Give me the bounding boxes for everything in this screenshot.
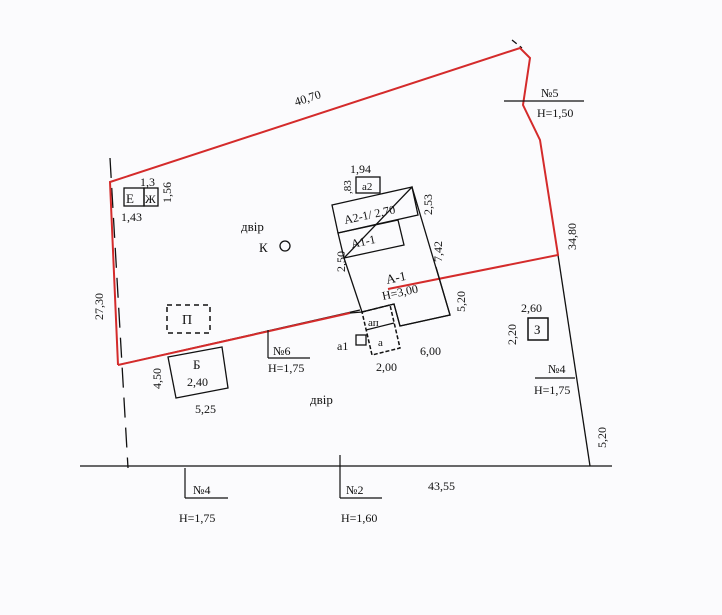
building-p: П (166, 304, 211, 334)
a-label: а (378, 337, 383, 349)
ap-label: ап (368, 317, 379, 329)
a1-label: а1 (337, 339, 348, 353)
a-1-label: А-1 (385, 268, 408, 287)
z-label: З (534, 322, 541, 337)
marker-n5: №5 Н=1,50 (504, 86, 584, 120)
building-a2-rect (355, 176, 381, 194)
a2-depth: ,83 (342, 180, 354, 194)
well-label: К (259, 240, 268, 255)
building-z: З 2,60 2,20 (505, 301, 549, 345)
a1-1-depth: 2,50 (334, 251, 348, 272)
building-p-rect (166, 304, 211, 334)
ezh-height: 1,56 (160, 182, 174, 203)
dim-right-lower: 5,20 (595, 427, 609, 448)
building-b: Б 2,40 4,50 5,25 (150, 346, 229, 416)
yard-label-upper: двір (241, 219, 264, 234)
a-1-width2: 6,00 (420, 344, 441, 358)
porch-ap-rect (361, 304, 401, 356)
marker-n2-number: №2 (346, 483, 363, 497)
marker-n2-height: Н=1,60 (341, 511, 377, 525)
a1-1-depth2: 7,42 (431, 241, 445, 262)
well-circle (279, 240, 291, 252)
step-a1 (355, 334, 367, 346)
marker-n4-right: №4 Н=1,75 (534, 362, 575, 397)
building-a1-1: А1-1 2,50 7,42 (334, 219, 445, 272)
p-label: П (182, 313, 192, 328)
plot-boundary (108, 46, 560, 366)
building-a1-1-rect (337, 219, 405, 259)
z-height: 2,20 (505, 324, 519, 345)
well-k: К (259, 240, 291, 255)
top-right-dash (511, 39, 523, 49)
building-z-rect (527, 317, 549, 341)
marker-n4-bottom: №4 Н=1,75 (179, 468, 228, 525)
plot-boundary-bottom (117, 312, 351, 366)
z-width: 2,60 (521, 301, 542, 315)
a2-width: 1,94 (350, 162, 371, 176)
building-zh-label: Ж (145, 192, 156, 206)
building-ezh: Е Ж 1,3 1,56 1,43 (121, 175, 174, 224)
dim-left-side: 27,30 (92, 293, 106, 320)
marker-n6: №6 Н=1,75 (267, 330, 310, 375)
building-b-rect (167, 346, 229, 399)
marker-n4r-height: Н=1,75 (534, 383, 570, 397)
building-ap: ап а а1 (337, 304, 401, 356)
a-1-width1: 2,00 (376, 360, 397, 374)
a1-1-label: А1-1 (350, 232, 377, 251)
b-width: 5,25 (195, 402, 216, 416)
b-height: 2,40 (187, 375, 208, 389)
b-depth: 4,50 (150, 368, 164, 389)
building-zh (143, 187, 159, 207)
a-1-side: 5,20 (454, 291, 468, 312)
dim-right-upper: 34,80 (565, 223, 579, 250)
dim-street: 43,55 (428, 479, 455, 493)
building-a2: а2 1,94 ,83 (342, 162, 381, 194)
marker-n6-number: №6 (273, 344, 290, 358)
marker-n6-height: Н=1,75 (268, 361, 304, 375)
marker-n5-number: №5 (541, 86, 558, 100)
marker-n4r-number: №4 (548, 362, 565, 376)
building-a-1-lower (349, 266, 451, 327)
building-e-label: Е (126, 191, 134, 206)
ezh-depth: 1,43 (121, 210, 142, 224)
yard-label-lower: двір (310, 392, 333, 407)
a2-1-dimension: 2,53 (421, 194, 435, 215)
marker-n2: №2 Н=1,60 (339, 455, 382, 525)
marker-n4b-height: Н=1,75 (179, 511, 215, 525)
building-a2-1-rect (331, 186, 419, 234)
a2-label: а2 (362, 181, 372, 193)
b-label: Б (193, 357, 200, 372)
ezh-width: 1,3 (140, 175, 155, 189)
marker-n5-height: Н=1,50 (537, 106, 573, 120)
right-lower-line (557, 254, 591, 467)
marker-n4b-number: №4 (193, 483, 210, 497)
porch-divider (365, 322, 395, 331)
left-boundary-dashed (109, 157, 129, 469)
